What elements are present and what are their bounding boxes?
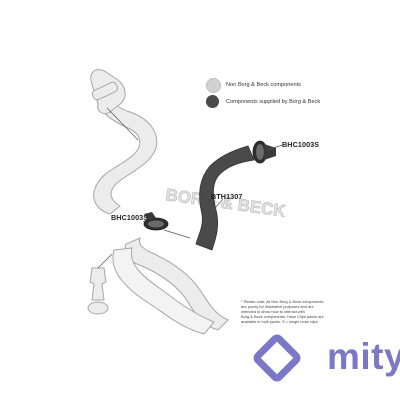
part-label-upper-clamp: BHC1003S: [282, 140, 320, 149]
footnote-line: are purely for illustrative purposes and…: [241, 304, 314, 310]
footnote-line: Borg & Beck components. Hose Clips packs…: [241, 314, 324, 320]
mity-logo-icon: [253, 334, 301, 382]
mity-brand-name: mity: [327, 336, 400, 377]
legend-swatch-supplied: [206, 95, 219, 108]
borg-beck-watermark: BORG & BECK: [164, 185, 287, 221]
lower-hose-clamp: [143, 212, 169, 231]
ghost-lower-hose-body: [112, 247, 215, 335]
footnote: * Please note: all Non Borg & Beck compo…: [241, 299, 339, 324]
ghost-lower-hose: [124, 237, 229, 331]
footnote-line: * Please note: all Non Borg & Beck compo…: [241, 299, 324, 304]
leader-hose: [209, 198, 224, 215]
footnote-line: available in bulk packs, S = single hose…: [241, 319, 319, 325]
footnote-line: intended to show how to interact with: [241, 309, 305, 315]
leader-ghost-upper: [106, 107, 139, 141]
borg-beck-components: [143, 140, 276, 251]
leader-ghost-sensor: [97, 253, 113, 269]
legend-label-supplied: Components supplied by Borg & Beck: [226, 99, 321, 105]
ghost-sensor-base: [87, 301, 109, 315]
leader-clamp-lower: [142, 218, 149, 223]
part-label-lower-clamp: BHC1003S: [111, 213, 149, 222]
turbo-hose: [195, 145, 255, 251]
leader-ghost-lower: [163, 229, 191, 239]
part-label-hose: BTH1307: [211, 192, 243, 201]
legend-swatch-non-supplied: [206, 78, 221, 93]
ghost-upper-hose: [93, 89, 158, 215]
leader-clamp-upper: [265, 144, 284, 151]
non-borg-beck-components: [87, 69, 229, 335]
legend-label-non-supplied: Non Borg & Beck components: [226, 82, 301, 88]
upper-hose-clamp: [252, 140, 276, 164]
ghost-sensor-fitting: [89, 267, 107, 301]
ghost-clamp-top: [91, 81, 119, 101]
leader-lines: [97, 107, 284, 269]
